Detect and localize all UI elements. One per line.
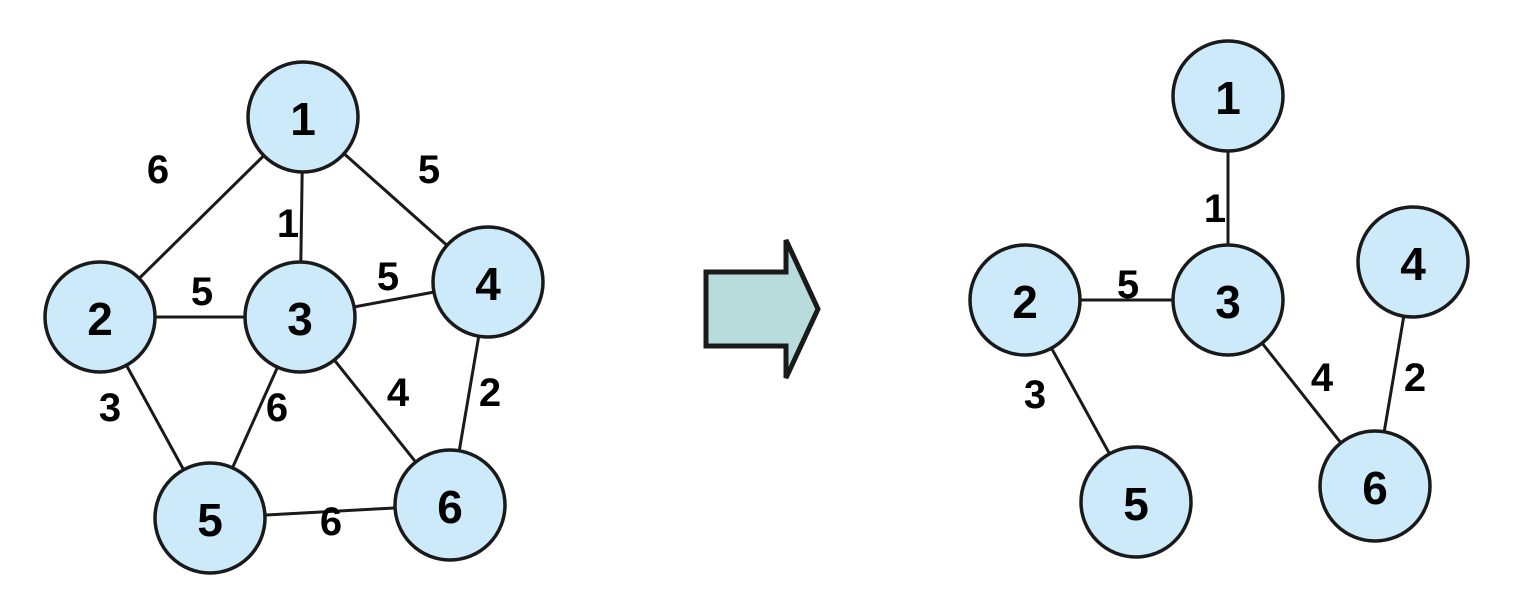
graph-node-label-output-minimum-spanning-tree-1: 1 — [1215, 72, 1241, 124]
graph-node-input-graph-5[interactable] — [153, 461, 267, 575]
graph-node-input-graph-4[interactable] — [431, 225, 545, 339]
graph-node-label-input-graph-2: 2 — [87, 293, 113, 345]
transform-arrow-icon — [703, 238, 821, 380]
edge-weight-label-input-graph-1-2: 6 — [147, 148, 169, 192]
edge-weight-label-input-graph-3-5: 6 — [266, 386, 288, 430]
edge-weight-label-output-minimum-spanning-tree-1-3: 1 — [1204, 187, 1226, 231]
graph-node-label-output-minimum-spanning-tree-2: 2 — [1012, 276, 1038, 328]
edge-weight-label-output-minimum-spanning-tree-4-6: 2 — [1404, 356, 1426, 400]
graph-node-input-graph-3[interactable] — [243, 260, 357, 374]
graph-node-label-output-minimum-spanning-tree-6: 6 — [1362, 462, 1388, 514]
graph-edge-input-graph-5-6 — [262, 506, 398, 517]
graph-node-input-graph-2[interactable] — [43, 260, 157, 374]
edge-weights-layer: 6 5 1 5 5 3 6 4 2 6 1 5 3 4 2 — [99, 148, 1426, 544]
edge-weight-label-input-graph-5-6: 6 — [320, 500, 342, 544]
graph-node-output-minimum-spanning-tree-5[interactable] — [1079, 445, 1193, 559]
graph-node-input-graph-6[interactable] — [393, 448, 507, 562]
graph-edge-output-minimum-spanning-tree-3-6 — [1259, 340, 1344, 446]
graph-node-label-input-graph-5: 5 — [197, 494, 223, 546]
graph-node-label-input-graph-6: 6 — [437, 481, 463, 533]
graph-node-output-minimum-spanning-tree-3[interactable] — [1171, 243, 1285, 357]
edge-weight-label-input-graph-1-4: 5 — [418, 148, 440, 192]
graph-edge-input-graph-4-6 — [457, 333, 481, 454]
nodes-layer: 1 2 3 4 5 6 1 2 3 4 5 6 — [43, 39, 1470, 575]
graph-node-label-output-minimum-spanning-tree-5: 5 — [1123, 478, 1149, 530]
graph-node-label-output-minimum-spanning-tree-3: 3 — [1215, 276, 1241, 328]
graph-edge-input-graph-3-4 — [351, 290, 437, 309]
graph-node-label-input-graph-3: 3 — [287, 293, 313, 345]
edge-weight-label-output-minimum-spanning-tree-2-5: 3 — [1024, 373, 1046, 417]
edges-layer — [124, 148, 1406, 517]
edge-weight-label-input-graph-1-3: 1 — [277, 202, 299, 246]
graph-node-output-minimum-spanning-tree-1[interactable] — [1171, 39, 1285, 153]
edge-weight-label-input-graph-2-5: 3 — [99, 386, 121, 430]
graph-node-label-input-graph-1: 1 — [290, 93, 316, 145]
edge-weight-label-output-minimum-spanning-tree-3-6: 4 — [1311, 356, 1334, 400]
edge-weight-label-input-graph-3-6: 4 — [387, 371, 410, 415]
graph-node-output-minimum-spanning-tree-2[interactable] — [968, 243, 1082, 357]
graph-edge-input-graph-1-2 — [136, 153, 267, 281]
graph-edge-input-graph-2-5 — [124, 362, 186, 473]
graph-edge-input-graph-1-3 — [299, 169, 304, 265]
transform-arrow-layer — [703, 238, 821, 380]
edge-weight-label-input-graph-4-6: 2 — [479, 371, 501, 415]
graph-node-input-graph-1[interactable] — [246, 60, 360, 174]
edge-weight-label-input-graph-3-4: 5 — [377, 255, 399, 299]
graph-node-label-output-minimum-spanning-tree-4: 4 — [1400, 238, 1426, 290]
graph-edge-input-graph-3-6 — [332, 357, 418, 465]
graph-edge-input-graph-3-5 — [230, 364, 280, 471]
graph-edge-input-graph-1-4 — [341, 151, 450, 248]
graph-node-output-minimum-spanning-tree-4[interactable] — [1356, 205, 1470, 319]
graph-edge-output-minimum-spanning-tree-4-6 — [1382, 313, 1406, 435]
edge-weight-label-input-graph-2-3: 5 — [191, 270, 213, 314]
graph-node-label-input-graph-4: 4 — [475, 258, 501, 310]
edge-weight-label-output-minimum-spanning-tree-2-3: 5 — [1117, 263, 1139, 307]
graph-node-output-minimum-spanning-tree-6[interactable] — [1318, 429, 1432, 543]
graph-edge-output-minimum-spanning-tree-2-5 — [1049, 345, 1112, 457]
